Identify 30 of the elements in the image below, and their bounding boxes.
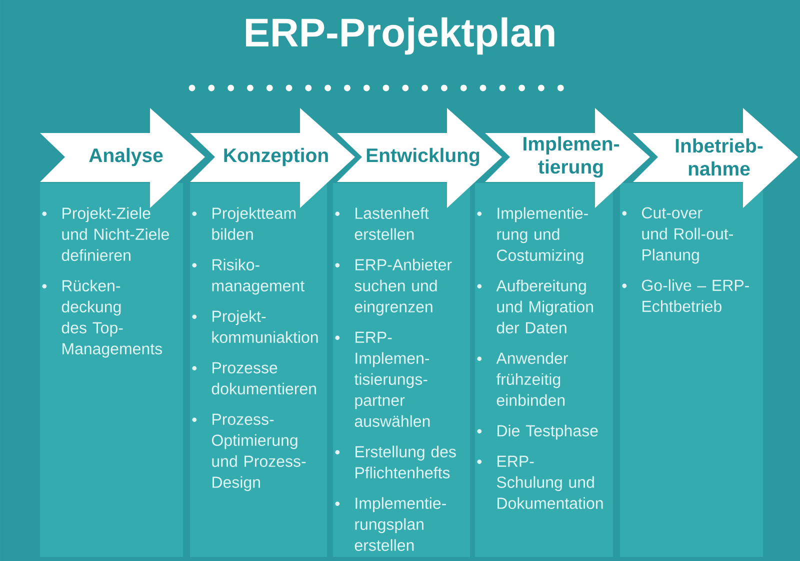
bullet-item: ERP-Implemen- tisierungs- partner auswählen (335, 332, 430, 427)
column-panel (40, 183, 183, 557)
bullet-item: Erstellung des Pflichtenhefts (335, 446, 456, 478)
column-panel (620, 183, 763, 557)
bullet-item: Prozesse dokumentieren (192, 362, 316, 394)
bullet-item: Implementie- rungsplan erstellen (335, 497, 446, 551)
phase-banner: Entwicklung (337, 108, 502, 208)
phase-banner: Implemen- tierung (485, 108, 650, 208)
bullet-item: Risiko- management (192, 258, 304, 295)
bullet-item: ERP-Anbieter suchen und eingrenzen (335, 258, 452, 316)
column-panel (475, 183, 613, 557)
bullet-item: Die Testphase (477, 424, 598, 440)
phase-banner: Inbetrieb- nahme (633, 108, 798, 208)
title: ERP-Projektplan (246, 17, 554, 55)
bullet-item: Projekt-Ziele und Nicht-Ziele definieren (42, 207, 169, 261)
column-panel (190, 183, 327, 557)
bullet-item: Cut-over und Roll-out-Planung (622, 207, 733, 264)
bullet-item: Prozess-Optimierung und Prozess-Design (192, 414, 306, 492)
bullet-item: Lastenheft erstellen (335, 207, 429, 240)
phase-banner: Konzeption (190, 108, 355, 208)
bullet-item: Anwender frühzeitig einbinden (477, 352, 568, 406)
bullet-item: ERP-Schulung und Dokumentation (477, 456, 603, 509)
bullet-item: Aufbereitung und Migration der Daten (477, 280, 593, 334)
bullet-item: Implementie- rung und Costumizing (477, 207, 588, 264)
bullet-item: Projekt- kommuniaktion (192, 310, 318, 343)
bullet-item: Go-live – ERP-Echtbetrieb (622, 279, 749, 312)
bullet-item: Rücken- deckung des Top-Managements (42, 280, 162, 358)
phase-banner: Analyse (40, 108, 205, 208)
bullet-item: Projektteam bilden (192, 207, 296, 240)
column-panel (333, 183, 470, 557)
